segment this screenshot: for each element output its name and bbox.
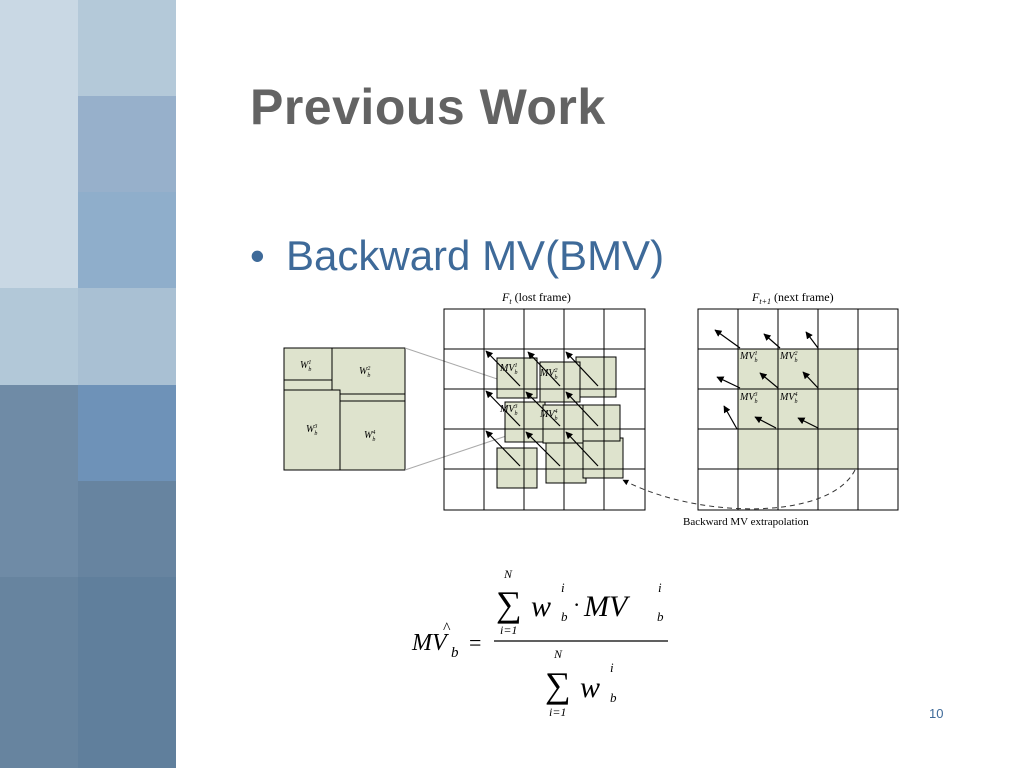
next-frame-mv-labels: MVb1 MVb2 MVb3 MVb4 bbox=[739, 351, 797, 405]
next-mv-label-2: MVb2 bbox=[779, 351, 797, 364]
numerator-w-sub: b bbox=[561, 609, 568, 624]
denominator-w-sup: i bbox=[610, 660, 614, 675]
extrapolation-caption: Backward MV extrapolation bbox=[683, 516, 809, 528]
bullet-item: • Backward MV(BMV) bbox=[250, 232, 664, 280]
weight-label-4: Wb4 bbox=[364, 429, 375, 443]
next-frame-arrows bbox=[714, 329, 819, 430]
next-mv-label-1: MVb1 bbox=[739, 351, 757, 364]
denominator-w-sub: b bbox=[610, 690, 617, 705]
denominator-sum-lower: i=1 bbox=[549, 705, 566, 719]
magnified-block: Wb1 Wb2 Wb3 Wb4 bbox=[283, 347, 406, 471]
bullet-marker: • bbox=[250, 232, 265, 279]
lost-mv-label-3: MVb3 bbox=[499, 404, 517, 417]
next-mv-label-4: MVb4 bbox=[779, 391, 797, 405]
lost-mv-label-4: MVb4 bbox=[539, 408, 557, 422]
weight-label-2: Wb2 bbox=[359, 366, 370, 379]
denominator-sum-upper: N bbox=[553, 647, 563, 661]
lost-frame-title: Ft(lost frame) bbox=[501, 290, 571, 306]
weight-label-1: Wb1 bbox=[300, 360, 311, 373]
numerator-mv-sub: b bbox=[657, 609, 664, 624]
denominator-sum: ∑ bbox=[545, 665, 571, 705]
weight-label-3: Wb3 bbox=[306, 424, 317, 437]
extrapolation-arrow bbox=[622, 469, 856, 510]
bullet-text: Backward MV(BMV) bbox=[286, 232, 665, 279]
lost-frame-blocks bbox=[496, 356, 624, 489]
slide-title: Previous Work bbox=[250, 79, 606, 135]
formula-equals: = bbox=[469, 630, 481, 655]
next-mv-label-3: MVb3 bbox=[739, 392, 757, 405]
numerator-sum-upper: N bbox=[503, 567, 513, 581]
formula-lhs-hat: ^ bbox=[443, 620, 451, 637]
connector-line-bottom bbox=[404, 429, 525, 471]
next-frame-title: Ft+1(next frame) bbox=[751, 290, 834, 306]
numerator-sum: ∑ bbox=[496, 584, 522, 624]
lost-mv-label-2: MVb2 bbox=[539, 368, 557, 381]
numerator-sum-lower: i=1 bbox=[500, 623, 517, 637]
denominator-w: w bbox=[580, 671, 600, 704]
lost-frame-mv-labels: MVb1 MVb2 MVb3 MVb4 bbox=[499, 363, 557, 422]
page-number: 10 bbox=[929, 706, 944, 721]
formula-lhs: MV bbox=[411, 630, 449, 656]
numerator-mv-sup: i bbox=[658, 580, 662, 595]
formula-lhs-sub: b bbox=[451, 645, 459, 661]
numerator-dot: · bbox=[573, 592, 580, 617]
numerator-w-sup: i bbox=[561, 580, 565, 595]
numerator-mv: MV bbox=[583, 590, 631, 623]
decorative-sidebar bbox=[0, 0, 176, 768]
numerator-w: w bbox=[531, 590, 551, 623]
next-frame-grid bbox=[697, 308, 899, 511]
lost-mv-label-1: MVb1 bbox=[499, 363, 517, 376]
lost-frame-grid bbox=[443, 308, 646, 511]
next-frame-shaded-region bbox=[738, 349, 858, 469]
lost-frame-arrows bbox=[485, 350, 599, 467]
